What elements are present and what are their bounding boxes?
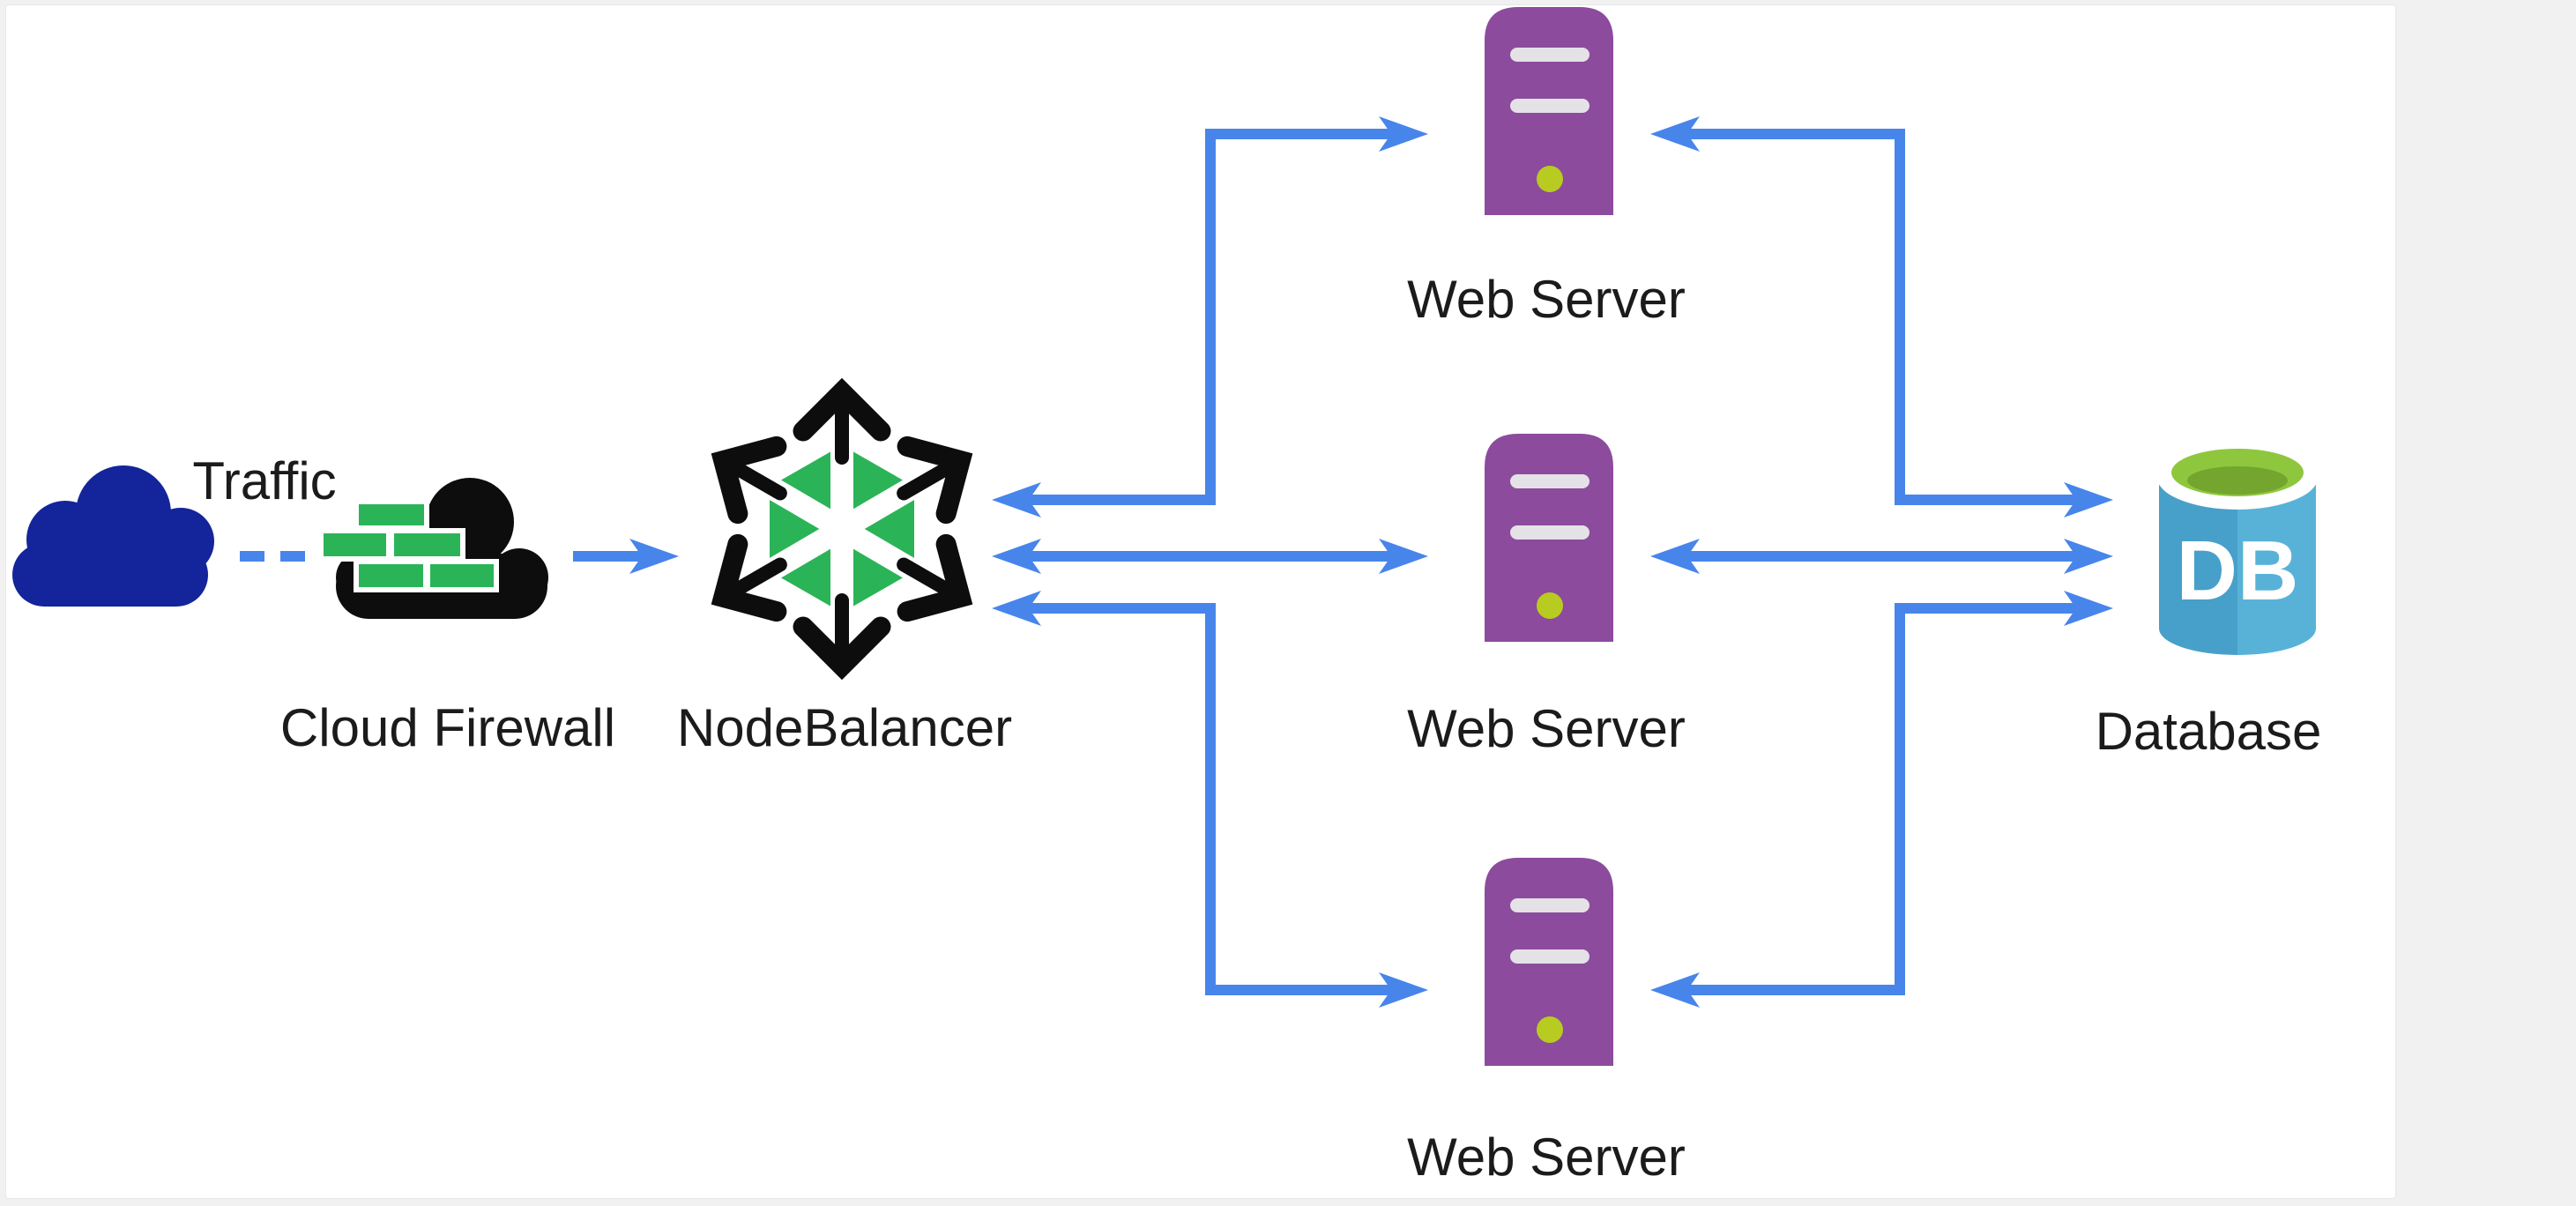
- arrowhead-right-icon: [2064, 482, 2113, 517]
- arrowhead-left-icon: [992, 482, 1041, 517]
- server-tower-icon: [1485, 434, 1613, 642]
- arrowhead-left-icon: [1650, 116, 1700, 152]
- arrowhead-right-icon: [1379, 539, 1428, 574]
- cloud-firewall-label: Cloud Firewall: [279, 698, 616, 757]
- database-cylinder-icon: DB: [2156, 443, 2319, 655]
- connector-nodebalancer-webserver-bottom: [992, 591, 1428, 1008]
- arrowhead-right-icon: [1379, 116, 1428, 152]
- connector-nodebalancer-webserver-top: [992, 116, 1428, 517]
- connector-webserver-bottom-database: [1650, 591, 2113, 1008]
- traffic-label: Traffic: [192, 451, 337, 510]
- nodebalancer-label: NodeBalancer: [676, 698, 1013, 757]
- connector-webserver-middle-database: [1650, 539, 2113, 574]
- brick: [324, 504, 494, 587]
- arrowhead-left-icon: [1650, 539, 1700, 574]
- connector-firewall-nodebalancer: [573, 539, 679, 574]
- hexagon-spokes: [763, 445, 920, 613]
- database-badge: DB: [2177, 524, 2299, 618]
- web-server-bottom-label: Web Server: [1407, 1128, 1686, 1187]
- arrowhead-left-icon: [1650, 972, 1700, 1008]
- web-server-middle-label: Web Server: [1407, 699, 1686, 758]
- arrowhead-right-icon: [2064, 539, 2113, 574]
- arrowhead-right-icon: [2064, 591, 2113, 626]
- firewall-brick-cloud-icon: [318, 478, 548, 619]
- arrowhead-left-icon: [992, 591, 1041, 626]
- arrowhead-left-icon: [992, 539, 1041, 574]
- arrowhead-right-icon: [629, 539, 679, 574]
- server-tower-icon: [1485, 858, 1613, 1066]
- database-label: Database: [2095, 702, 2322, 761]
- connector-webserver-top-database: [1650, 116, 2113, 517]
- arrowhead-right-icon: [1379, 972, 1428, 1008]
- connector-nodebalancer-webserver-middle: [992, 539, 1428, 574]
- cloud-icon: [12, 465, 214, 607]
- server-tower-icon: [1485, 7, 1613, 215]
- nodebalancer-hexagon-icon: [704, 392, 979, 666]
- web-server-top-label: Web Server: [1407, 270, 1686, 329]
